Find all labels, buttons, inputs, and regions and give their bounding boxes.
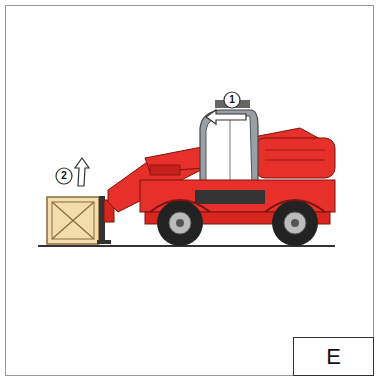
callout-number: 2 bbox=[61, 171, 67, 181]
corner-box: E bbox=[293, 337, 374, 376]
box-label: E bbox=[326, 344, 341, 370]
callout-number: 1 bbox=[229, 95, 235, 105]
